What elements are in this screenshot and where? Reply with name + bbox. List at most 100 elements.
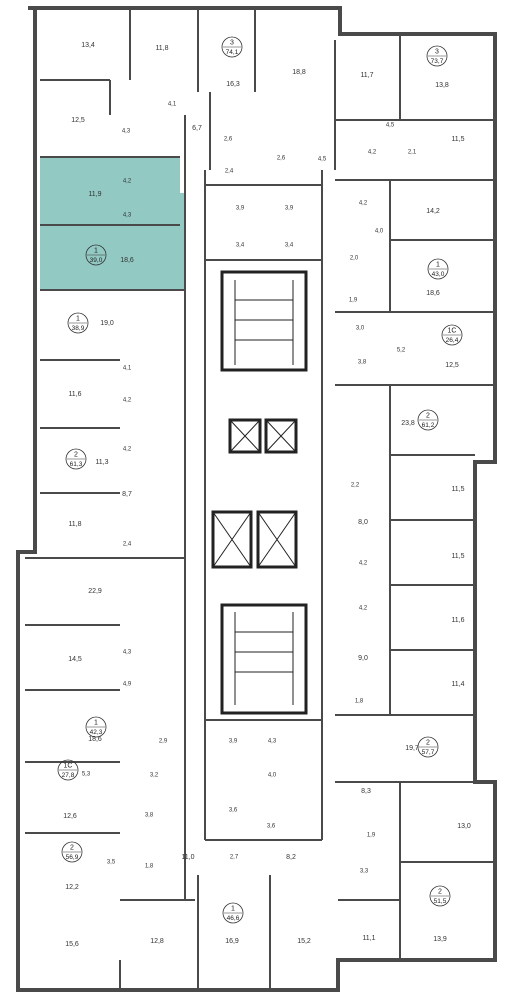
room-area-label: 2,9 [159,739,168,745]
room-area-label: 11,1 [362,935,375,942]
apartment-badge[interactable]: 143,0 [427,258,449,280]
room-area-label: 4,3 [268,739,277,745]
room-area-label: 3,0 [356,326,365,332]
room-area-label: 13,0 [457,823,471,830]
apartment-rooms: 2 [426,413,430,420]
room-area-label: 14,2 [426,208,440,215]
room-area-label: 8,2 [286,854,296,861]
apartment-area: 46,6 [227,915,240,922]
room-area-label: 18,8 [292,69,306,76]
room-area-label: 11,8 [68,521,81,528]
highlighted-apartment[interactable] [40,157,184,290]
room-area-label: 13,9 [433,936,447,943]
room-area-label: 16,3 [226,81,240,88]
room-area-label: 9,0 [358,655,368,662]
room-area-label: 3,9 [229,739,238,745]
apartment-rooms: 1 [94,248,98,255]
apartment-badge[interactable]: 142,3 [85,716,107,738]
apartment-area: 56,9 [66,854,79,861]
apartment-badge-circle [221,36,243,58]
room-area-label: 4,2 [359,561,368,567]
room-area-label: 1,9 [349,298,358,304]
room-area-label: 11,5 [451,136,464,143]
room-area-label: 6,7 [192,125,202,132]
apartment-badge[interactable]: 373,7 [426,45,448,67]
room-area-label: 15,6 [65,941,79,948]
apartment-area: 39,0 [90,257,103,264]
room-area-label: 11,9 [88,191,101,198]
apartment-area: 27,8 [62,772,75,779]
room-area-label: 3,6 [267,824,276,830]
room-area-label: 2,6 [277,156,286,162]
apartment-rooms: 1С [64,763,73,770]
apartment-badge[interactable]: 138,9 [67,312,89,334]
room-area-label: 18,6 [426,290,440,297]
room-area-label: 14,5 [68,656,82,663]
apartment-badge-circle [417,736,439,758]
room-area-label: 3,4 [236,243,245,249]
room-area-label: 4,2 [359,201,368,207]
apartment-area: 73,7 [431,58,444,65]
apartment-badge-circle [57,759,79,781]
apartment-badge[interactable]: 261,3 [65,448,87,470]
apartment-badge[interactable]: 251,5 [429,885,451,907]
room-area-label: 4,0 [375,229,384,235]
room-area-label: 12,2 [65,884,79,891]
room-area-label: 11,7 [360,72,373,79]
room-area-label: 4,1 [168,102,177,108]
room-area-label: 3,4 [285,243,294,249]
apartment-badge[interactable]: 257,7 [417,736,439,758]
apartment-badge[interactable]: 256,9 [61,841,83,863]
apartment-badge-circle [61,841,83,863]
room-area-label: 8,3 [361,788,371,795]
room-area-label: 23,8 [401,420,415,427]
stair-core-lower [220,603,308,715]
apartment-rooms: 1 [76,316,80,323]
room-area-label: 11,4 [451,681,464,688]
apartment-rooms: 1 [231,906,235,913]
room-area-label: 13,8 [435,82,449,89]
room-area-label: 4,3 [122,129,131,135]
room-area-label: 3,6 [229,808,238,814]
apartment-area: 57,7 [422,749,435,756]
room-area-label: 12,5 [71,117,85,124]
apartment-rooms: 2 [70,845,74,852]
apartment-badge[interactable]: 146,6 [222,902,244,924]
room-area-label: 16,9 [225,938,239,945]
apartment-rooms: 3 [435,49,439,56]
apartment-badge[interactable]: 139,0 [85,244,107,266]
apartment-badge-circle [417,409,439,431]
apartment-badge-circle [429,885,451,907]
apartment-area: 43,0 [432,271,445,278]
room-area-label: 2,2 [351,483,360,489]
apartment-area: 61,2 [422,422,435,429]
apartment-rooms: 2 [438,889,442,896]
room-area-label: 1,8 [355,699,364,705]
room-area-label: 2,4 [225,169,234,175]
room-area-label: 2,1 [408,150,417,156]
room-area-label: 4,2 [123,447,132,453]
room-area-label: 4,5 [318,157,327,163]
room-area-label: 2,0 [350,256,359,262]
room-area-label: 3,2 [150,773,159,779]
apartment-badge[interactable]: 261,2 [417,409,439,431]
room-area-label: 19,0 [100,320,114,327]
room-area-label: 4,3 [123,650,132,656]
room-area-label: 3,9 [236,206,245,212]
apartment-badge[interactable]: 1С 27,8 [57,759,79,781]
apartment-badge-circle [67,312,89,334]
apartment-area: 26,4 [446,337,459,344]
apartment-badge-circle [85,244,107,266]
apartment-rooms: 2 [74,452,78,459]
room-area-label: 5,2 [397,348,406,354]
apartment-badge[interactable]: 374,1 [221,36,243,58]
room-area-label: 2,6 [224,137,233,143]
room-area-label: 13,4 [81,42,95,49]
room-area-label: 3,9 [285,206,294,212]
apartment-area: 38,9 [72,325,85,332]
room-area-label: 2,7 [230,855,239,861]
room-area-label: 18,6 [120,257,134,264]
apartment-badge-circle [441,324,463,346]
apartment-rooms: 1 [436,262,440,269]
